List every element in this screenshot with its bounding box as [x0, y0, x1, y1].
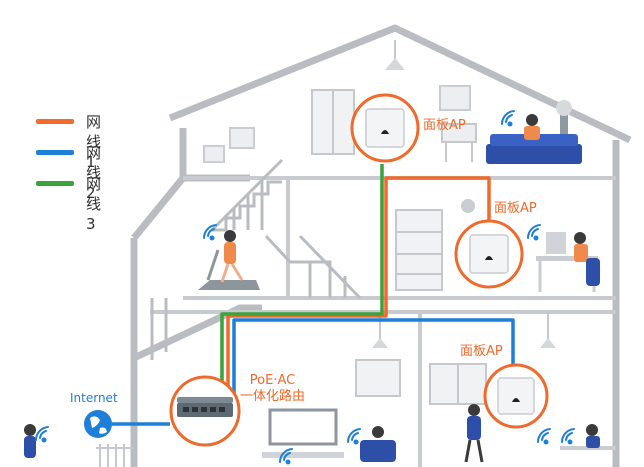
globe-icon	[84, 410, 112, 438]
sofa	[486, 114, 582, 164]
legend-label: 网线2	[86, 144, 102, 202]
router-label-line2: 一体化路由	[240, 389, 306, 404]
ceiling-lamp	[385, 40, 405, 70]
treadmill	[198, 230, 260, 290]
internet-label: Internet	[70, 391, 118, 405]
legend-label: 网线3	[86, 175, 102, 233]
legend-swatch	[36, 181, 74, 186]
ap-label-first-floor: 面板AP	[460, 344, 503, 359]
cable-3-path	[220, 164, 384, 424]
router-icon	[169, 375, 241, 447]
legend-swatch	[36, 119, 74, 124]
ap-panel-icon	[483, 363, 549, 429]
wall-clock	[461, 199, 475, 213]
legend-label: 网线1	[86, 113, 102, 171]
legend-swatch	[36, 150, 74, 155]
dining-set	[464, 404, 616, 463]
staircase	[150, 158, 362, 360]
attic-window	[311, 89, 355, 155]
plant	[556, 100, 572, 134]
ap-label-attic: 面板AP	[423, 118, 466, 133]
router-label-line1: PoE·AC	[249, 373, 296, 388]
wifi-icon	[34, 110, 575, 465]
fence	[96, 444, 134, 467]
ap-label-second-floor: 面板AP	[494, 201, 537, 216]
desk	[536, 232, 600, 292]
person-outside	[24, 424, 36, 458]
armchair	[360, 426, 396, 462]
ap-panel-icon	[350, 93, 420, 163]
wall-art	[203, 85, 471, 163]
router-label: PoE·AC 一体化路由	[240, 373, 305, 405]
room-lamps	[372, 312, 556, 348]
bookshelf	[395, 209, 443, 291]
house-outline	[130, 24, 632, 467]
living-window	[355, 359, 487, 405]
ap-panel-icon	[454, 219, 524, 289]
tv-unit	[262, 408, 344, 458]
side-table	[441, 123, 477, 162]
cable-2-path	[232, 318, 515, 424]
